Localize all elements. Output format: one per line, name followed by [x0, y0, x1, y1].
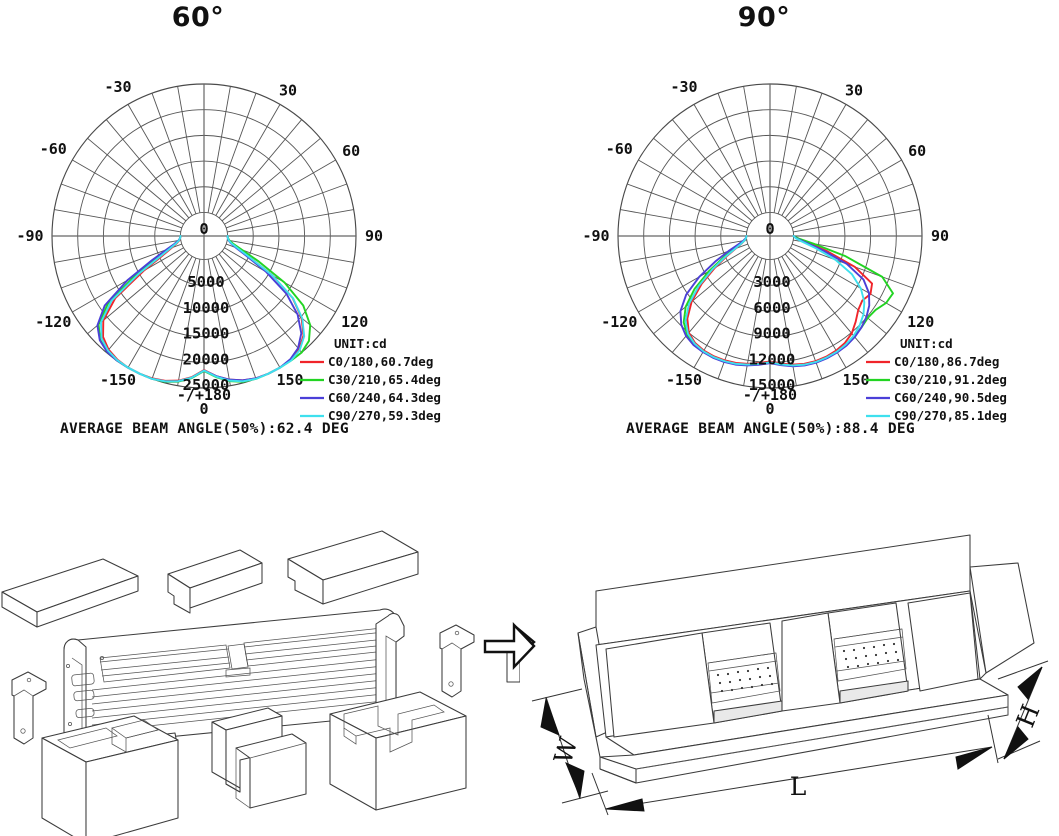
- dimension-l: L: [591, 714, 999, 816]
- legend-label: C60/240,64.3deg: [328, 390, 441, 405]
- right-arrow-icon: [483, 622, 536, 670]
- angle-tick-label: 60: [908, 142, 926, 160]
- angle-tick-label: -90: [16, 227, 43, 245]
- polar-grid-right: [617, 83, 923, 389]
- polar-angle-labels-left: -/+180 -150 150 -120 120 -90 90 -60 60 -30 30 0: [16, 78, 383, 418]
- angle-tick-label: -30: [104, 78, 131, 96]
- legend-label: C0/180,60.7deg: [328, 354, 433, 369]
- radial-tick-label: 9000: [753, 325, 790, 343]
- radial-tick-label: 0: [199, 220, 208, 238]
- radial-tick-label: 0: [765, 220, 774, 238]
- foam-insert-center: [211, 707, 307, 809]
- angle-tick-label: 120: [341, 313, 368, 331]
- packed-fixture-1: [701, 622, 783, 724]
- dimension-w-label: W: [548, 734, 583, 767]
- angle-tick-label: -30: [670, 78, 697, 96]
- angle-tick-label: -150: [666, 371, 702, 389]
- polar-curve: [99, 235, 306, 383]
- radial-tick-label: 6000: [753, 299, 790, 317]
- packed-fixture-2: [827, 602, 909, 704]
- radial-tick-label: 3000: [753, 273, 790, 291]
- legend-label: C60/240,90.5deg: [894, 390, 1007, 405]
- carton-dimension-drawing: W L H: [480, 515, 1059, 836]
- angle-tick-label: 30: [845, 82, 863, 100]
- radial-tick-label: 12000: [749, 350, 796, 368]
- radial-tick-label: 10000: [183, 299, 230, 317]
- carton-open-box: [577, 534, 1035, 784]
- angle-tick-label: -120: [601, 313, 637, 331]
- angle-tick-label: 90: [931, 227, 949, 245]
- angle-tick-label: 120: [907, 313, 934, 331]
- angle-tick-label: 150: [842, 371, 869, 389]
- foam-pad-left: [1, 558, 139, 628]
- angle-tick-label: -/+180: [177, 386, 231, 404]
- foam-pad-mid: [167, 549, 263, 614]
- legend-label: C30/210,91.2deg: [894, 372, 1007, 387]
- polar-radial-labels-left: 0 5000 10000 15000 20000 25000: [183, 220, 230, 394]
- dimension-l-label: L: [790, 772, 807, 801]
- polar-grid-left: [51, 83, 357, 389]
- angle-tick-label: 30: [279, 82, 297, 100]
- mounting-bracket-left: [11, 671, 47, 745]
- angle-tick-label: -90: [582, 227, 609, 245]
- carton-right: [329, 691, 467, 811]
- dimension-h-label: H: [1011, 700, 1046, 731]
- polar-angle-labels-right: -/+180 -150 150 -120 120 -90 90 -60 60 -30 30 0: [582, 78, 949, 418]
- dimension-h: H: [997, 660, 1049, 760]
- average-beam-angle-label: AVERAGE BEAM ANGLE(50%):62.4 DEG: [60, 421, 349, 437]
- radial-tick-label: 15000: [749, 376, 796, 394]
- polar-curves-right: [679, 235, 894, 368]
- angle-tick-label: -150: [100, 371, 136, 389]
- angle-tick-label: 60: [342, 142, 360, 160]
- angle-tick-label: 150: [276, 371, 303, 389]
- radial-tick-label: 20000: [183, 350, 230, 368]
- polar-legend-right: UNIT:cdC0/180,86.7degC30/210,91.2degC60/…: [626, 336, 1007, 437]
- angle-tick-label: -60: [40, 140, 67, 158]
- chart-title-left: 60°: [171, 2, 225, 33]
- average-beam-angle-label: AVERAGE BEAM ANGLE(50%):88.4 DEG: [626, 421, 915, 437]
- carton-left: [41, 715, 179, 836]
- legend-label: C90/270,59.3deg: [328, 408, 441, 423]
- polar-curves-left: [96, 235, 312, 383]
- radial-tick-label: 25000: [183, 376, 230, 394]
- chart-title-right: 90°: [737, 2, 791, 33]
- polar-curve: [684, 235, 866, 367]
- mounting-bracket-right: [439, 624, 475, 698]
- angle-tick-label: -120: [35, 313, 71, 331]
- legend-label: C30/210,65.4deg: [328, 372, 441, 387]
- polar-chart-left: -/+180 -150 150 -120 120 -90 90 -60 60 -30 30 0 0 50…: [0, 46, 530, 446]
- angle-tick-label: 90: [365, 227, 383, 245]
- unit-label: UNIT:cd: [334, 336, 387, 351]
- polar-svg-right: -/+180 -150 150 -120 120 -90 90 -60 60 -30 30 0 0 30…: [582, 78, 1007, 437]
- radial-tick-label: 5000: [187, 273, 224, 291]
- legend-label: C0/180,86.7deg: [894, 354, 999, 369]
- angle-tick-label: 0: [765, 400, 774, 418]
- unit-label: UNIT:cd: [900, 336, 953, 351]
- legend-label: C90/270,85.1deg: [894, 408, 1007, 423]
- polar-radial-labels-right: 0 3000 6000 9000 12000 15000: [749, 220, 796, 394]
- foam-pad-right: [287, 530, 419, 605]
- polar-svg-left: -/+180 -150 150 -120 120 -90 90 -60 60 -30 30 0 0 50…: [16, 78, 441, 437]
- polar-legend-left: UNIT:cdC0/180,60.7degC30/210,65.4degC60/…: [60, 336, 441, 437]
- angle-tick-label: -/+180: [743, 386, 797, 404]
- angle-tick-label: 0: [199, 400, 208, 418]
- radial-tick-label: 15000: [183, 325, 230, 343]
- polar-chart-right: -/+180 -150 150 -120 120 -90 90 -60 60 -30 30 0 0 30…: [530, 46, 1059, 446]
- exploded-packaging-drawing: [0, 500, 520, 836]
- angle-tick-label: -60: [606, 140, 633, 158]
